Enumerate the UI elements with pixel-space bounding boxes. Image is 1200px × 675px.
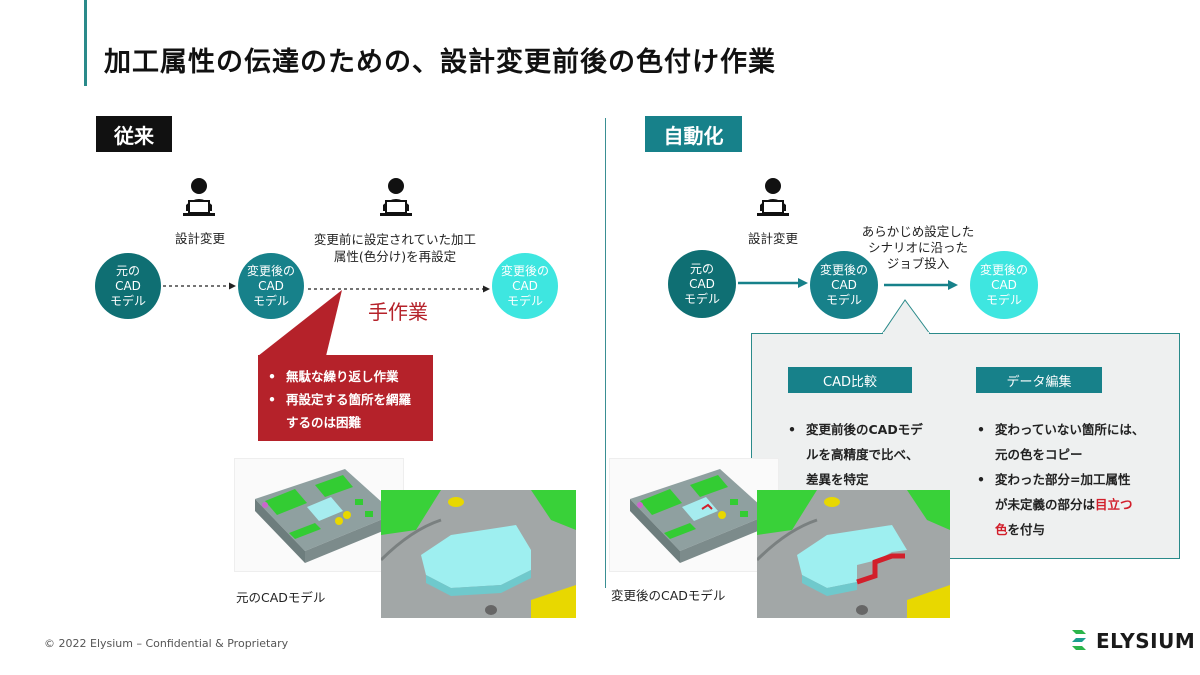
scenario-line2: シナリオに沿った: [867, 240, 968, 255]
node-line: モデル: [985, 292, 1022, 307]
problem-item: 無駄な繰り返し作業: [268, 365, 425, 388]
slide-title: 加工属性の伝達のための、設計変更前後の色付け作業: [104, 47, 776, 78]
scenario-job-caption: あらかじめ設定した シナリオに沿った ジョブ投入: [850, 224, 986, 272]
person-at-computer-icon: [183, 178, 215, 216]
edit-line: 色を付与: [977, 517, 1172, 542]
design-change-caption: 設計変更: [174, 231, 225, 246]
cad-compare-step: CAD比較: [788, 367, 912, 393]
node-line: 変更後の: [500, 263, 549, 278]
node-line: CAD: [689, 276, 715, 291]
original-cad-model-zoom-image: [381, 490, 576, 618]
node-line: 元の: [689, 261, 714, 276]
scenario-line1: あらかじめ設定した: [861, 224, 975, 239]
node-line: CAD: [991, 277, 1017, 292]
node-line: モデル: [825, 292, 862, 307]
manual-work-label: 手作業: [368, 300, 428, 324]
person-at-computer-icon: [757, 178, 789, 216]
edit-line: 元の色をコピー: [995, 447, 1083, 462]
node-line: 変更後の: [819, 262, 868, 277]
node-line: モデル: [506, 293, 543, 308]
original-cad-model-image: [234, 458, 404, 572]
node-line: モデル: [683, 291, 720, 306]
compare-line: 差異を特定: [806, 472, 869, 487]
elysium-logo-text: ELYSIUM: [1096, 629, 1196, 653]
changed-cad-model-zoom-image: [757, 490, 950, 618]
elysium-logo-icon: [1072, 630, 1086, 650]
node-line: CAD: [258, 278, 284, 293]
reset-attributes-line2: 属性(色分け)を再設定: [333, 249, 457, 264]
node-line: 元の: [115, 263, 140, 278]
design-change-caption: 設計変更: [747, 231, 798, 246]
copyright-footer: © 2022 Elysium – Confidential & Propriet…: [44, 637, 289, 650]
node-line: CAD: [831, 277, 857, 292]
callout-seam: [883, 332, 929, 335]
original-model-caption: 元のCADモデル: [236, 590, 326, 605]
edit-line: が未定義の部分は目立つ: [977, 492, 1172, 517]
highlight-text: 色: [995, 522, 1008, 537]
title-accent-bar: [84, 0, 87, 86]
reset-attributes-line1: 変更前に設定されていた加工: [313, 232, 477, 247]
node-line: モデル: [252, 293, 289, 308]
node-line: 変更後の: [979, 262, 1028, 277]
compare-line: 変更前後のCADモデ: [788, 417, 948, 442]
elysium-logo: ELYSIUM: [1068, 628, 1195, 654]
section-label-conventional: 従来: [96, 116, 172, 152]
person-at-computer-icon: [380, 178, 412, 216]
edit-text: を付与: [1007, 522, 1046, 537]
highlight-text: 目立つ: [1095, 497, 1133, 512]
section-label-automated: 自動化: [645, 116, 742, 152]
node-line: モデル: [109, 293, 146, 308]
node-line: 変更後の: [246, 263, 295, 278]
scenario-line3: ジョブ投入: [886, 256, 950, 271]
section-divider: [605, 118, 606, 588]
changed-model-caption: 変更後のCADモデル: [611, 588, 726, 603]
compare-description: 変更前後のCADモデ ルを高精度で比べ、 差異を特定: [788, 417, 948, 492]
node-line: CAD: [512, 278, 538, 293]
reset-attributes-caption: 変更前に設定されていた加工 属性(色分け)を再設定: [300, 231, 490, 265]
node-line: CAD: [115, 278, 141, 293]
problem-item-continued: するのは困難: [286, 415, 362, 430]
edit-line: 変わっていない箇所には、: [977, 417, 1172, 442]
edit-text: が未定義の部分は: [995, 497, 1096, 512]
problem-item: 再設定する箇所を網羅: [268, 388, 425, 411]
changed-cad-model-image: [609, 458, 779, 572]
compare-line: ルを高精度で比べ、: [806, 447, 919, 462]
edit-line: 変わった部分=加工属性: [977, 467, 1172, 492]
edit-description: 変わっていない箇所には、 元の色をコピー 変わった部分=加工属性 が未定義の部分…: [977, 417, 1172, 542]
data-edit-step: データ編集: [976, 367, 1102, 393]
manual-problems-callout: 無駄な繰り返し作業 再設定する箇所を網羅 するのは困難: [258, 355, 433, 441]
